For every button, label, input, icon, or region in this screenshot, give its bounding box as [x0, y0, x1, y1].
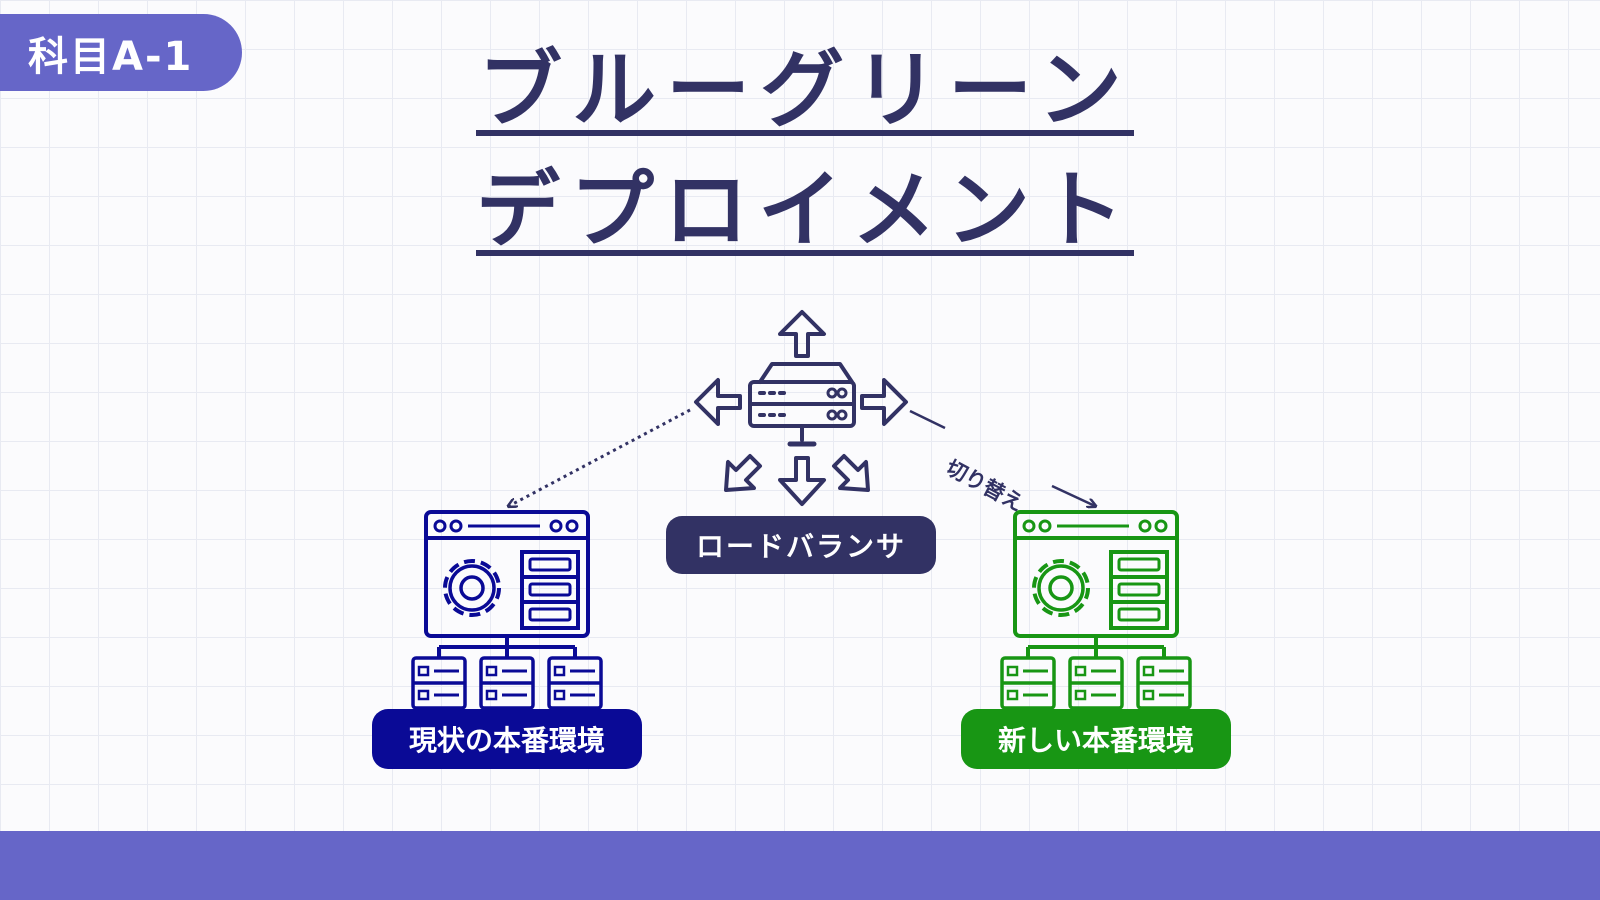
- current-traffic-line: [509, 408, 691, 506]
- switch-line-segment-1: [909, 409, 946, 430]
- new-env-server-icon: [1002, 512, 1190, 708]
- current-env-server-icon: [413, 512, 601, 708]
- page-title-line-1: ブルーグリーン: [478, 41, 1132, 139]
- page-title-line-2: デプロイメント: [476, 161, 1135, 259]
- load-balancer-icon: [694, 310, 908, 506]
- title-underline-2: [476, 250, 1134, 256]
- switch-line-segment-2: [1051, 484, 1095, 506]
- new-env-label: 新しい本番環境: [961, 709, 1231, 769]
- bottom-bar: [0, 831, 1600, 900]
- load-balancer-label: ロードバランサ: [666, 516, 936, 574]
- course-tag: 科目A-1: [0, 14, 242, 91]
- current-env-label: 現状の本番環境: [372, 709, 642, 769]
- title-underline-1: [476, 130, 1134, 136]
